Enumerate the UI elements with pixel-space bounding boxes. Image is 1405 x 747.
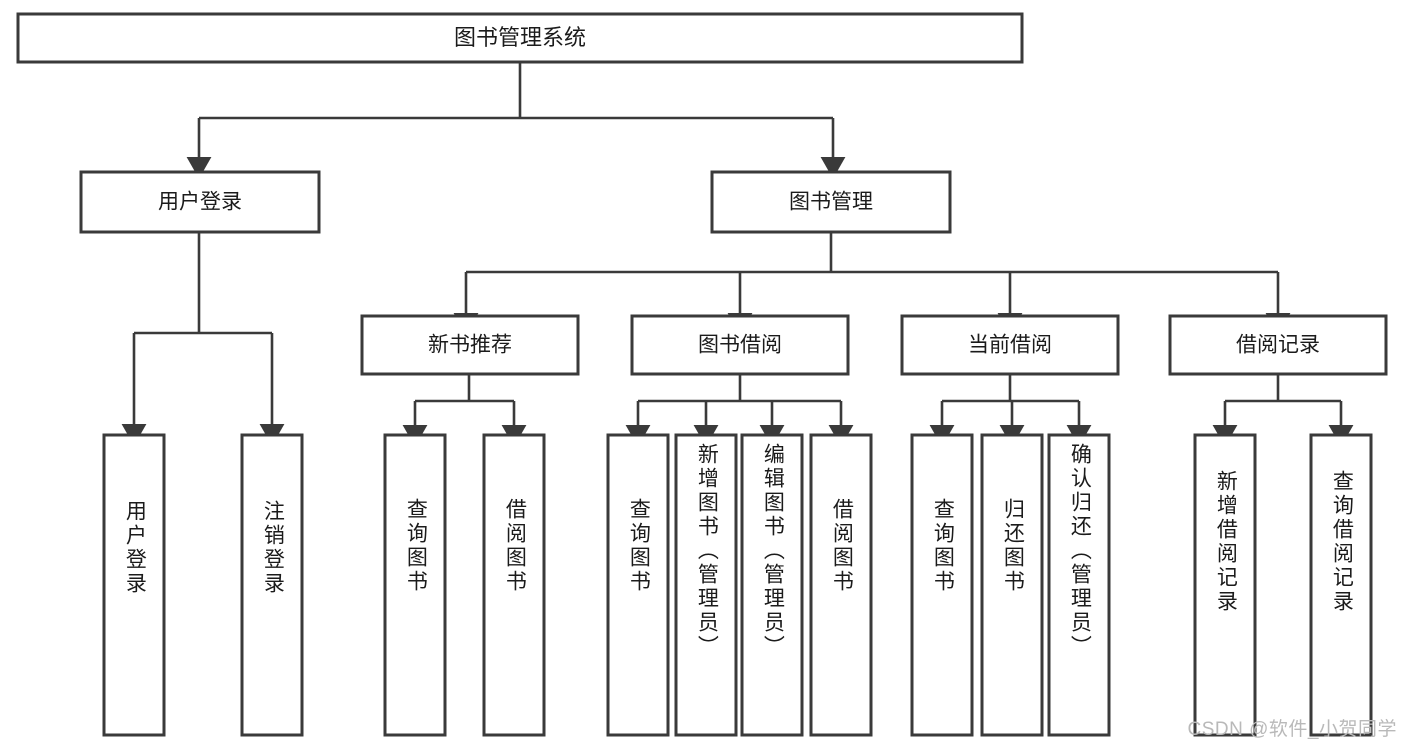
node-user-login-label: 用户登录 — [158, 191, 242, 214]
connector-newbook-to-leaves — [402, 374, 527, 447]
node-user-login[interactable]: 用户登录 — [79, 170, 321, 234]
leaf-node-bookborrow-edit[interactable] — [740, 433, 804, 737]
leaf-node-bookborrow-add[interactable] — [674, 433, 738, 737]
node-book-borrow-label: 图书借阅 — [698, 334, 782, 357]
leaf-node-currentborrow-confirm[interactable] — [1047, 433, 1111, 737]
node-borrow-record[interactable]: 借阅记录 — [1168, 314, 1388, 376]
node-root-system[interactable]: 图书管理系统 — [16, 12, 1024, 64]
node-borrow-record-label: 借阅记录 — [1236, 334, 1320, 357]
node-current-borrow-label: 当前借阅 — [968, 334, 1052, 357]
csdn-watermark: CSDN @软件_小贺同学 — [1187, 719, 1397, 740]
connector-root-to-level2 — [186, 62, 846, 179]
leaf-node-currentborrow-return[interactable] — [980, 433, 1044, 737]
leaf-node-borrowrecord-add[interactable] — [1193, 433, 1257, 737]
node-new-book-recommend[interactable]: 新书推荐 — [360, 314, 580, 376]
connector-currentborrow-to-leaves — [929, 374, 1092, 447]
leaf-node-newbook-borrow[interactable] — [482, 433, 546, 737]
leaf-node-currentborrow-query[interactable] — [910, 433, 974, 737]
connector-borrowrecord-to-leaves — [1212, 374, 1354, 447]
leaf-node-user-login-login[interactable] — [102, 433, 166, 737]
connector-userlogin-to-leaves — [121, 232, 285, 446]
leaf-node-newbook-query[interactable] — [383, 433, 447, 737]
leaf-node-bookborrow-borrow[interactable] — [809, 433, 873, 737]
connector-bookborrow-to-leaves — [625, 374, 854, 447]
leaf-node-bookborrow-query[interactable] — [606, 433, 670, 737]
node-root-label: 图书管理系统 — [454, 25, 586, 50]
node-book-borrow[interactable]: 图书借阅 — [630, 314, 850, 376]
node-book-management-label: 图书管理 — [789, 191, 873, 214]
node-current-borrow[interactable]: 当前借阅 — [900, 314, 1120, 376]
connector-bookmgmt-to-level3 — [453, 232, 1291, 335]
leaf-node-user-login-logout[interactable] — [240, 433, 304, 737]
node-book-management[interactable]: 图书管理 — [710, 170, 952, 234]
leaf-node-borrowrecord-query[interactable] — [1309, 433, 1373, 737]
node-new-book-recommend-label: 新书推荐 — [428, 334, 512, 357]
